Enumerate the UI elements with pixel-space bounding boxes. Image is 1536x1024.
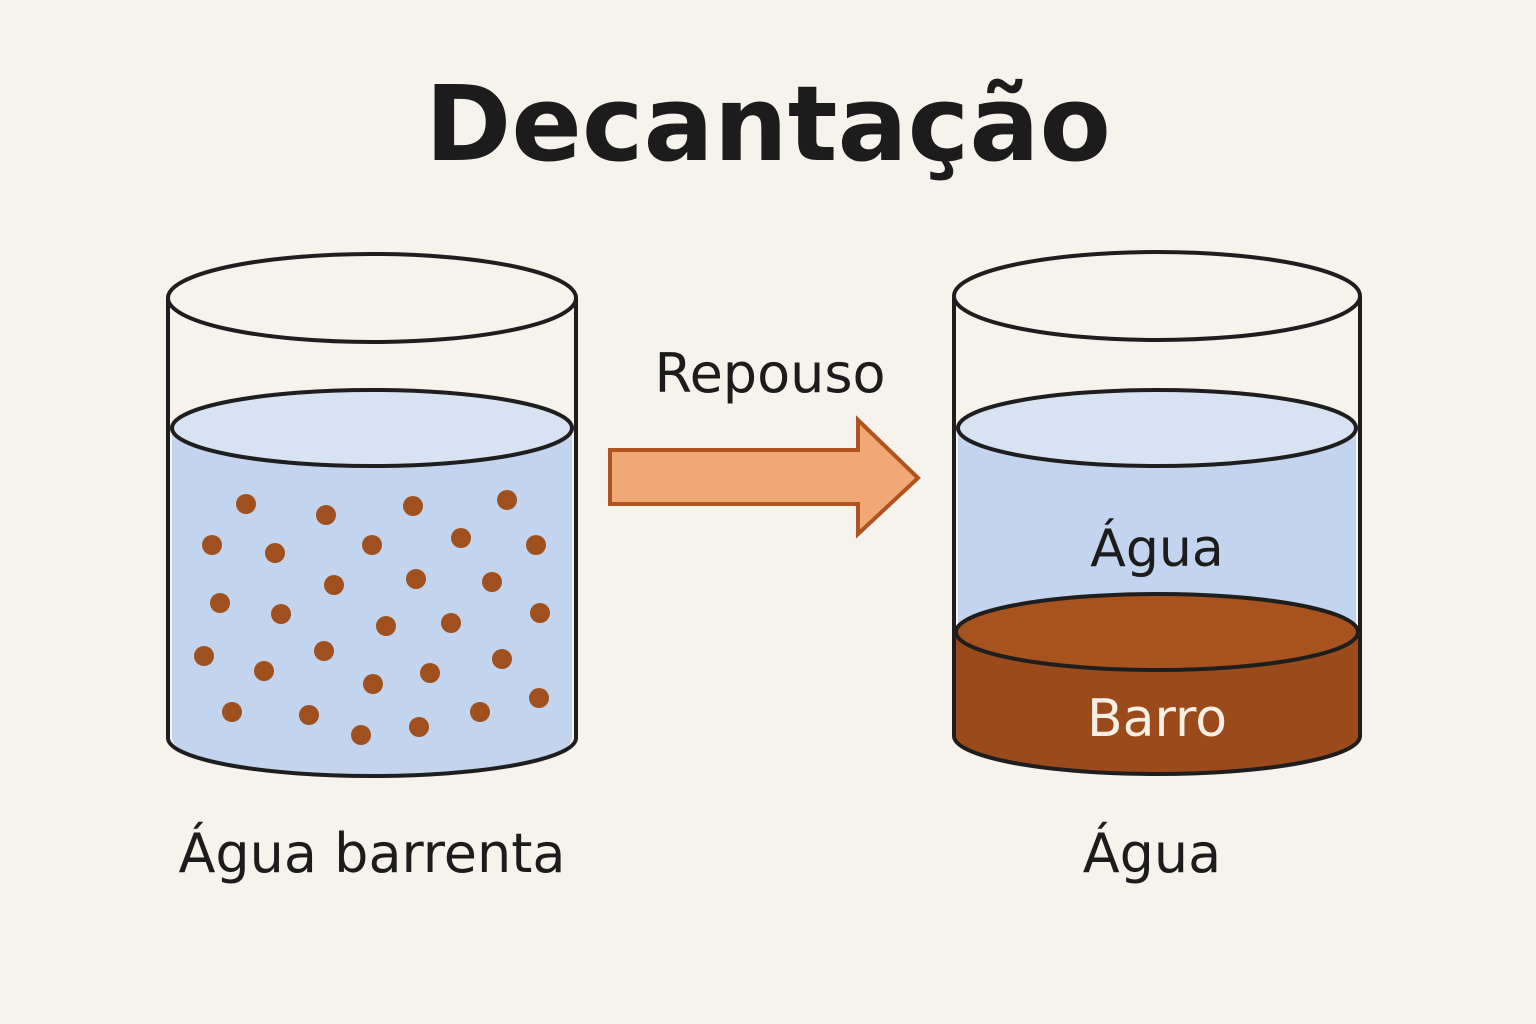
water-layer-label: Água [1090, 518, 1223, 579]
mud-particle [265, 543, 285, 563]
right-beaker-top-rim [952, 250, 1362, 342]
right-beaker-bottom-rim [952, 735, 1362, 776]
mud-particle [316, 505, 336, 525]
mud-layer-label: Barro [1087, 689, 1227, 749]
diagram-title: Decantação [425, 63, 1111, 185]
mud-particle [482, 572, 502, 592]
arrow-label: Repouso [654, 342, 885, 405]
left-beaker-bottom-rim [166, 737, 578, 778]
mud-particle [470, 702, 490, 722]
right-beaker-water-surface [956, 388, 1358, 468]
mud-particle [529, 688, 549, 708]
mud-particle [194, 646, 214, 666]
mud-particle [451, 528, 471, 548]
mud-particle [324, 575, 344, 595]
mud-particle [362, 535, 382, 555]
right-beaker-water [958, 428, 1356, 632]
left-beaker-water-surface [170, 388, 574, 468]
mud-particle [409, 717, 429, 737]
mud-particle [202, 535, 222, 555]
mud-particle [210, 593, 230, 613]
mud-particle [441, 613, 461, 633]
mud-particles [194, 490, 550, 745]
right-beaker-mud [954, 632, 1360, 774]
left-beaker-water [172, 428, 572, 776]
mud-particle [376, 616, 396, 636]
mud-particle [254, 661, 274, 681]
right-beaker-caption: Água [1083, 822, 1222, 885]
mud-particle [363, 674, 383, 694]
mud-particle [406, 569, 426, 589]
mud-particle [497, 490, 517, 510]
mud-particle [222, 702, 242, 722]
mud-particle [236, 494, 256, 514]
mud-particle [351, 725, 371, 745]
right-beaker: Água Barro [952, 250, 1362, 776]
mud-particle [403, 496, 423, 516]
left-beaker-top-rim [166, 252, 578, 344]
left-beaker [166, 252, 578, 778]
mud-particle [299, 705, 319, 725]
mud-particle [314, 641, 334, 661]
mud-particle [526, 535, 546, 555]
mud-particle [420, 663, 440, 683]
mud-particle [271, 604, 291, 624]
left-beaker-caption: Água barrenta [178, 822, 565, 885]
right-beaker-mud-surface [954, 592, 1360, 672]
process-arrow [608, 415, 921, 539]
mud-particle [530, 603, 550, 623]
mud-particle [492, 649, 512, 669]
